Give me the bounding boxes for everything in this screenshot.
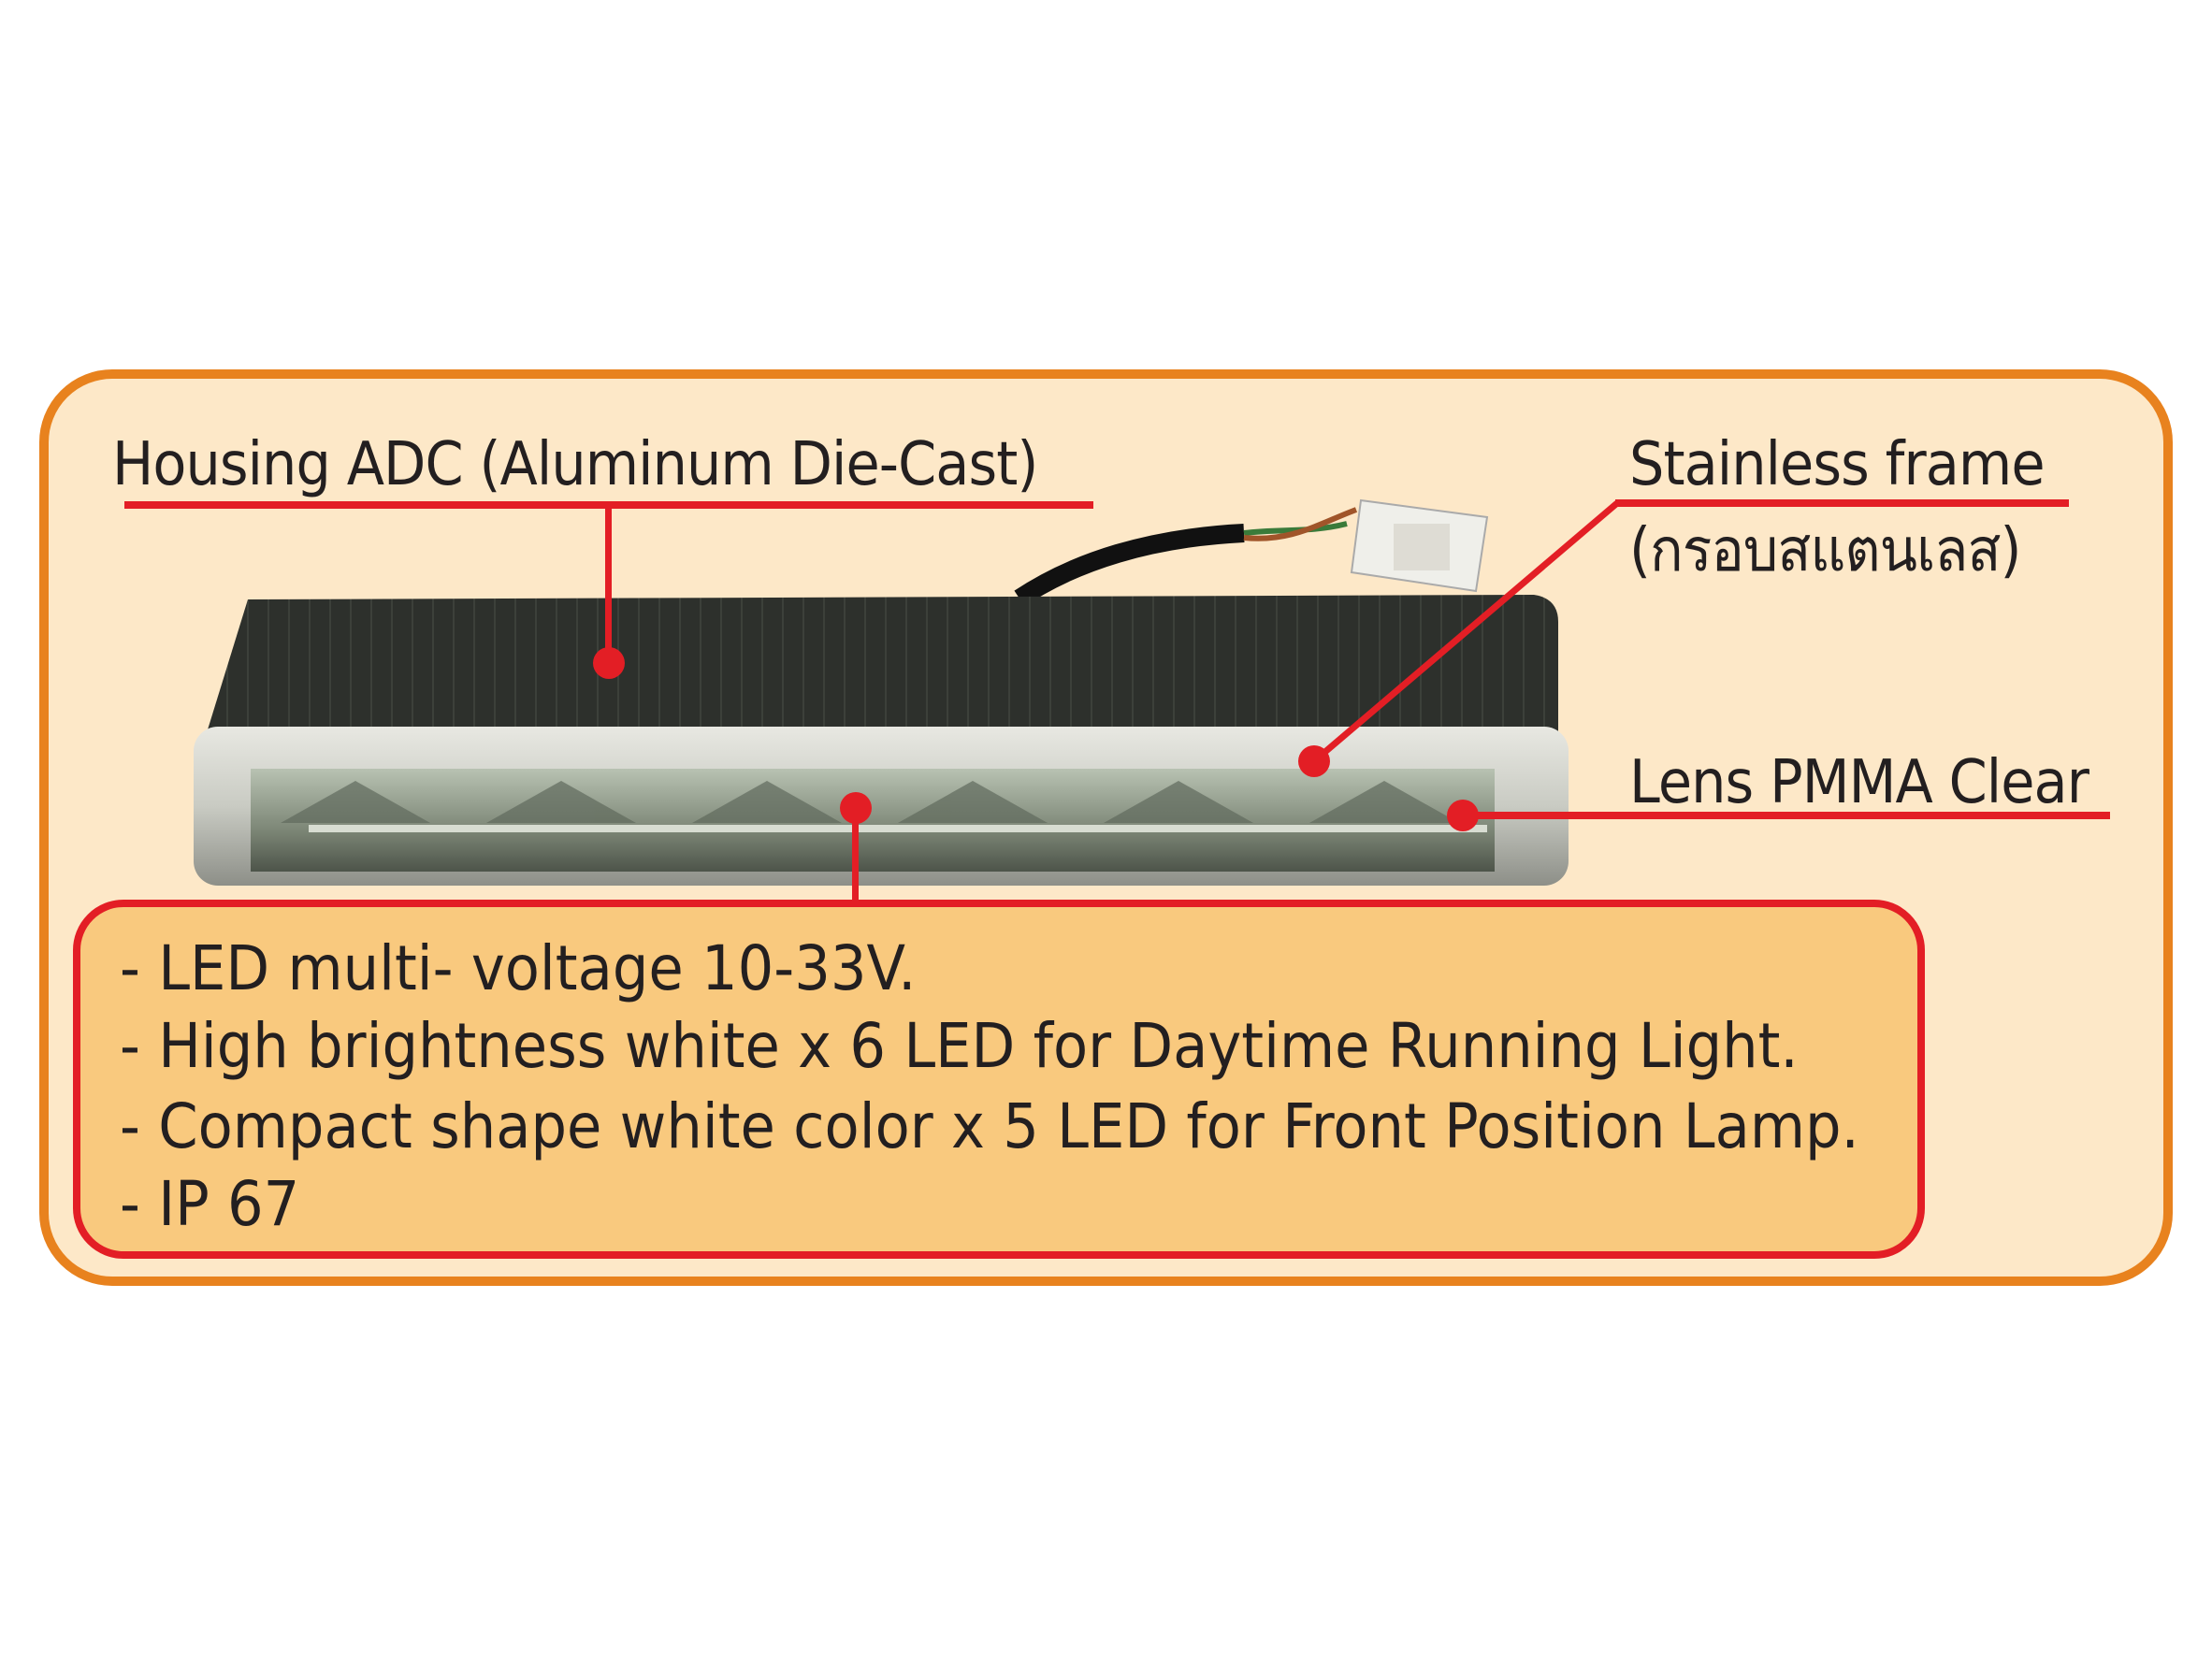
spec-box: - LED multi- voltage 10-33V. - High brig… (73, 900, 1925, 1259)
spec-drl: - High brightness white x 6 LED for Dayt… (120, 1010, 1799, 1082)
lens (251, 769, 1495, 872)
cable (1014, 507, 1358, 607)
housing-leader (605, 505, 612, 664)
spec-position-lamp: - Compact shape white color x 5 LED for … (120, 1090, 1859, 1162)
lens-underline (1465, 812, 2110, 819)
spec-ip-rating: - IP 67 (120, 1168, 300, 1240)
lens-marker (1447, 800, 1479, 831)
housing-marker (593, 647, 625, 679)
frame-label: Stainless frame (1629, 430, 2046, 499)
frame-marker (1298, 745, 1330, 777)
led-leader (852, 808, 859, 903)
housing-label: Housing ADC (Aluminum Die-Cast) (112, 430, 1038, 499)
spec-voltage: - LED multi- voltage 10-33V. (120, 932, 917, 1004)
lens-label: Lens PMMA Clear (1629, 748, 2089, 817)
connector (1350, 498, 1489, 593)
frame-underline (1615, 499, 2069, 507)
frame-label-thai: (กรอบสแตนเลส) (1629, 516, 2021, 585)
housing (205, 595, 1558, 739)
